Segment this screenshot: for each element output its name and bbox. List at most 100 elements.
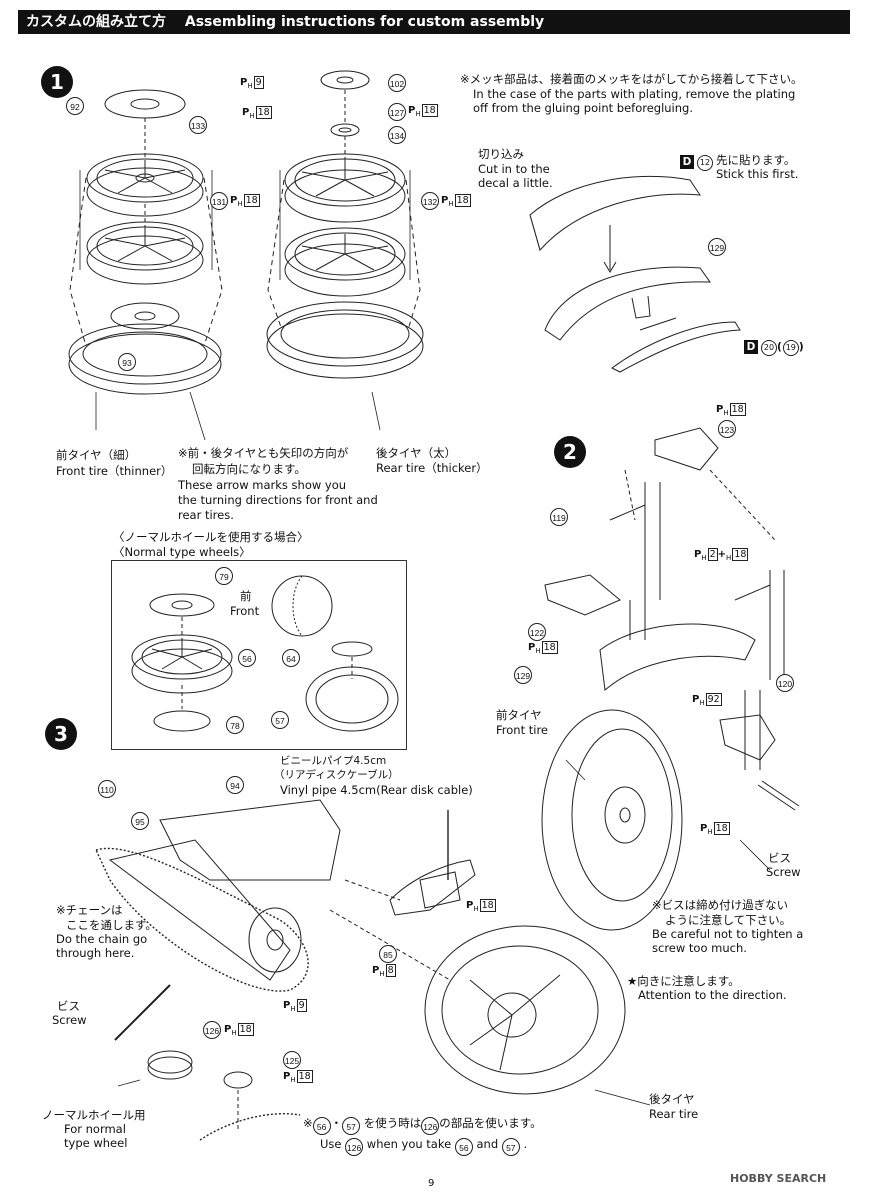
arrow-note-jp-2: 回転方向になります。 [192, 462, 306, 476]
vinyl-pipe-jp-1: ビニールパイプ4.5cm [280, 755, 387, 767]
normal-wheel-en-2: type wheel [64, 1136, 128, 1150]
stick-first-en: Stick this first. [716, 167, 799, 181]
step2-screw-jp: ビス [768, 851, 791, 865]
part-number-callout: 120 [776, 674, 794, 692]
plating-note-en-2: off from the gluing point beforegluing. [473, 101, 693, 115]
screw-note-en-1: Be careful not to tighten a [652, 927, 804, 941]
part-number-callout: 133 [189, 116, 207, 134]
step3-screw-en: Screw [52, 1013, 87, 1027]
rear-wheel-exploded-drawing [267, 71, 423, 378]
vinyl-pipe-en: Vinyl pipe 4.5cm(Rear disk cable) [280, 783, 473, 797]
front-tire-label-jp: 前タイヤ（細） [56, 448, 137, 462]
part-number-callout: 57 [271, 711, 289, 729]
chain-note-en-2: through here. [56, 946, 135, 960]
normal-wheel-jp: ノーマルホイール用 [42, 1108, 146, 1122]
part-number-callout: 119 [550, 508, 568, 526]
cut-in-label-en-2: decal a little. [478, 176, 553, 190]
screw-note-en-2: screw too much. [652, 941, 747, 955]
part-number-callout: 129 [514, 666, 532, 684]
normal-wheels-title-en: 〈Normal type wheels〉 [113, 545, 251, 559]
page-number: 9 [428, 1178, 435, 1189]
direction-note-jp: ★向きに注意します。 [627, 974, 740, 988]
swingarm-assembly-drawing [96, 800, 650, 1140]
direction-note-en: Attention to the direction. [638, 988, 787, 1002]
normal-wheels-drawing [112, 561, 408, 751]
cut-in-label-en-1: Cut in to the [478, 162, 550, 176]
plating-note-jp: ※メッキ部品は、接着面のメッキをはがしてから接着して下さい。 [460, 72, 803, 86]
screw-note-jp-2: ように注意して下さい。 [665, 913, 792, 927]
part-number-callout: 85 [379, 945, 397, 963]
front-wheel-exploded-drawing [69, 90, 222, 394]
front-fork-assembly-drawing [542, 428, 799, 930]
part-number-callout: 134 [388, 126, 406, 144]
chain-note-en-1: Do the chain go [56, 932, 148, 946]
step3-screw-jp: ビス [57, 999, 80, 1013]
part-number-callout: 95 [131, 812, 149, 830]
header-title-en: Assembling instructions for custom assem… [184, 14, 545, 30]
normal-wheels-box: 79 56 78 64 57 前 Front [111, 560, 407, 750]
step3-rear-tire-en: Rear tire [649, 1107, 699, 1121]
part-number-callout: 78 [226, 716, 244, 734]
step-1-marker: 1 [41, 66, 73, 98]
part-number-callout: 126 [203, 1021, 221, 1039]
step3-rear-tire-jp: 後タイヤ [649, 1092, 695, 1106]
vinyl-pipe-jp-2: （リアディスクケーブル） [274, 769, 399, 781]
rear-tire-label-jp: 後タイヤ（太） [376, 446, 457, 460]
part-number-callout: 110 [98, 780, 116, 798]
front-label-en: Front [230, 604, 260, 618]
watermark: HOBBY SEARCH [730, 1172, 827, 1185]
use-parts-note-en: Use 126 when you take 56 and 57 . [320, 1135, 527, 1156]
cut-in-label-jp: 切り込み [478, 147, 524, 161]
arrow-note-jp-1: ※前・後タイヤとも矢印の方向が [178, 446, 349, 460]
plating-note-en-1: In the case of the parts with plating, r… [473, 87, 796, 101]
normal-wheel-en-1: For normal [64, 1122, 126, 1136]
part-number-callout: 132 [421, 192, 439, 210]
part-number-callout: 122 [528, 623, 546, 641]
part-number-callout: 129 [708, 238, 726, 256]
step-2-marker: 2 [554, 436, 586, 468]
part-number-callout: 125 [283, 1051, 301, 1069]
arrow-note-en-3: rear tires. [178, 508, 234, 522]
step-3-marker: 3 [45, 718, 77, 750]
step2-front-tire-en: Front tire [496, 723, 548, 737]
front-tire-label-en: Front tire（thinner） [56, 464, 173, 478]
part-number-callout: 92 [66, 97, 84, 115]
part-number-callout: 79 [215, 567, 233, 585]
chain-note-jp-1: ※チェーンは [56, 903, 123, 917]
stick-first-jp: 先に貼ります。 [716, 153, 796, 167]
screw-note-jp-1: ※ビスは締め付け過ぎない [652, 898, 789, 912]
step2-screw-en: Screw [766, 865, 801, 879]
part-number-callout: 127 [388, 103, 406, 121]
part-number-callout: 123 [718, 420, 736, 438]
front-label-jp: 前 [240, 589, 252, 603]
normal-wheels-title-jp: 〈ノーマルホイールを使用する場合〉 [113, 530, 309, 544]
part-number-callout: 56 [238, 649, 256, 667]
arrow-note-en-1: These arrow marks show you [178, 478, 347, 492]
fender-decal-drawing [530, 176, 740, 372]
chain-note-jp-2: ここを通します。 [66, 918, 157, 932]
page-header: カスタムの組み立て方 Assembling instructions for c… [18, 10, 850, 34]
arrow-note-en-2: the turning directions for front and [178, 493, 378, 507]
part-number-callout: 94 [226, 776, 244, 794]
part-number-callout: 93 [118, 353, 136, 371]
header-title-jp: カスタムの組み立て方 [26, 14, 166, 30]
